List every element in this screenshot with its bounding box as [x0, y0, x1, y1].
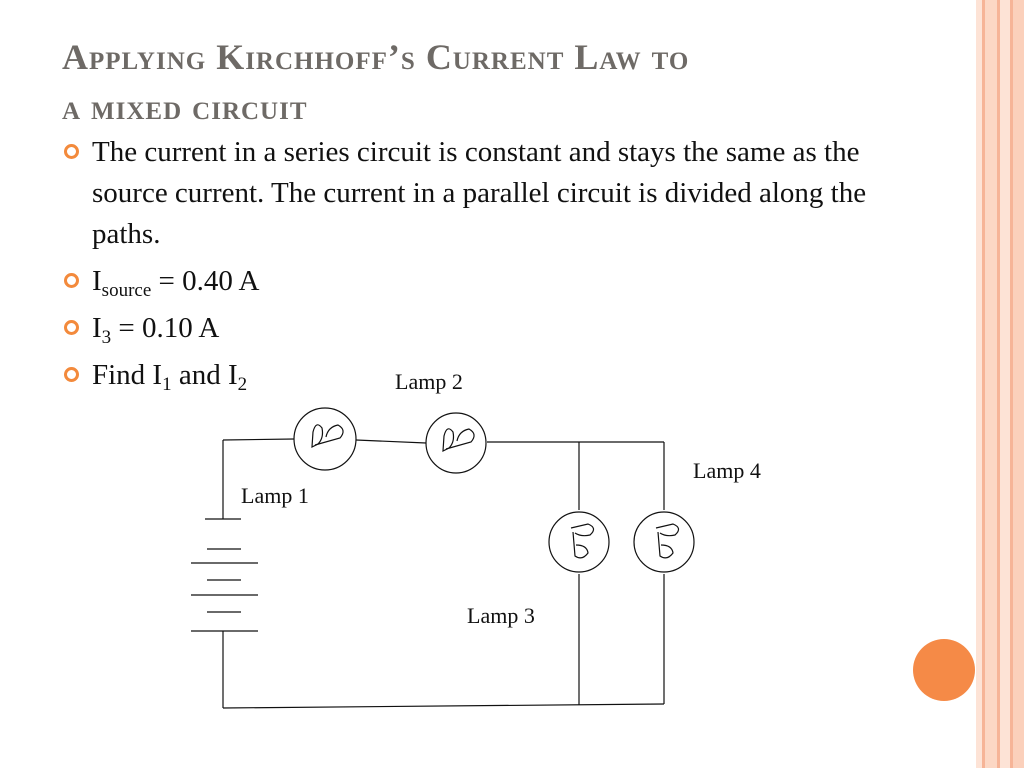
i3-value: = 0.10 A — [111, 312, 220, 344]
i3-symbol: I — [92, 312, 102, 344]
bullet-item: Isource = 0.40 A — [62, 261, 902, 302]
lamp-2-label: Lamp 2 — [395, 369, 463, 394]
lamp-4-label: Lamp 4 — [693, 458, 761, 483]
i2-subscript: 2 — [237, 374, 248, 395]
i-source-subscript: source — [101, 280, 152, 301]
and-text: and I — [171, 359, 238, 391]
slide-title: Applying Kirchhoff’s Current Law to a mi… — [62, 32, 962, 132]
lamp-1-label: Lamp 1 — [241, 483, 309, 508]
wire-top-left — [222, 438, 295, 441]
bullet-ring-icon — [64, 367, 79, 382]
wire-lamp1-lamp2 — [355, 439, 427, 444]
lamp-3-label: Lamp 3 — [467, 603, 535, 628]
decorative-orb — [913, 639, 975, 701]
title-line-1: Applying Kirchhoff’s Current Law to — [62, 37, 690, 77]
lamp-1-icon — [293, 407, 357, 471]
title-line-2: a mixed circuit — [62, 87, 308, 127]
i3-subscript: 3 — [101, 327, 112, 348]
wire-bottom — [222, 703, 665, 709]
i-source-symbol: I — [92, 265, 102, 297]
battery-icon — [191, 518, 258, 632]
bullet-item: The current in a series circuit is const… — [62, 132, 902, 255]
lamp-3-icon — [548, 511, 610, 573]
bullet-item: Find I1 and I2 — [62, 355, 902, 396]
lamp-4-icon — [633, 511, 695, 573]
bullet-ring-icon — [64, 320, 79, 335]
bullet-item: I3 = 0.10 A — [62, 308, 902, 349]
i-source-value: = 0.40 A — [151, 265, 260, 297]
find-text: Find I — [92, 359, 163, 391]
bullet-list: The current in a series circuit is const… — [62, 132, 902, 396]
i1-subscript: 1 — [162, 374, 172, 395]
bullet-text: The current in a series circuit is const… — [92, 136, 867, 250]
bullet-ring-icon — [64, 144, 79, 159]
lamp-2-icon — [425, 412, 487, 474]
bullet-ring-icon — [64, 273, 79, 288]
decorative-stripes — [976, 0, 1024, 768]
